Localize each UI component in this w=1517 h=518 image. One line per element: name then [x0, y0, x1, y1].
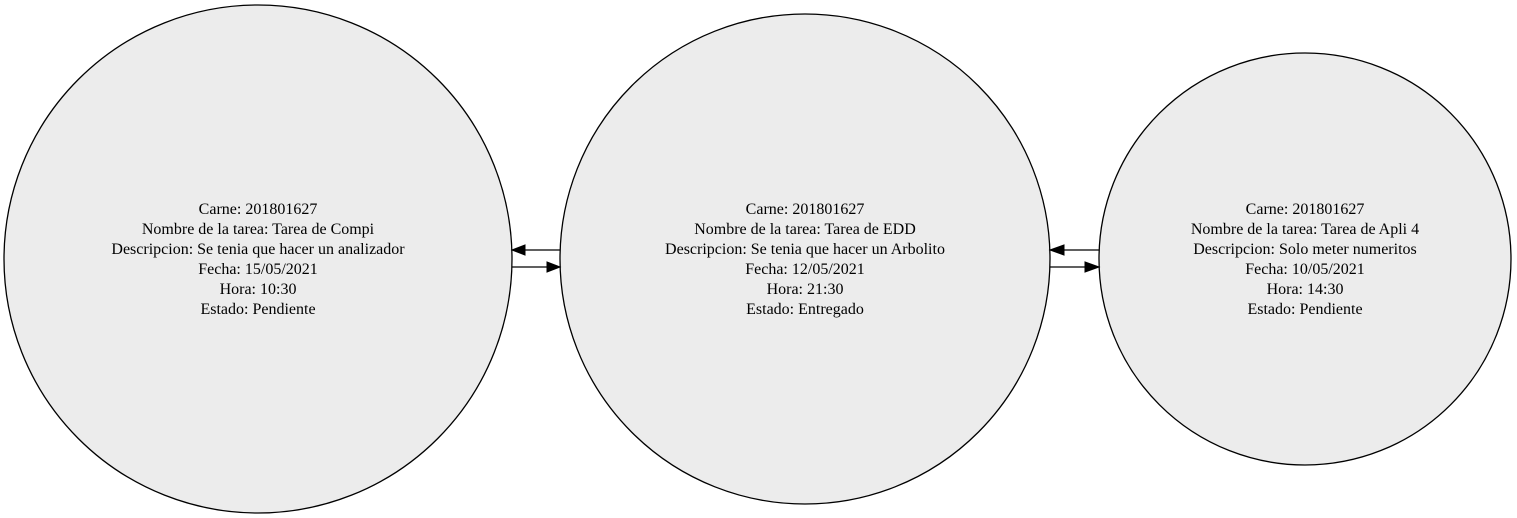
- node-tarea-compi: Carne: 201801627 Nombre de la tarea: Tar…: [3, 4, 513, 514]
- node-fecha: Fecha: 12/05/2021: [745, 261, 865, 278]
- node-descripcion: Descripcion: Se tenia que hacer un anali…: [111, 241, 405, 258]
- node-tarea-edd: Carne: 201801627 Nombre de la tarea: Tar…: [559, 13, 1051, 505]
- node-hora: Hora: 10:30: [220, 281, 297, 298]
- node-carne: Carne: 201801627: [746, 201, 865, 218]
- node-fecha: Fecha: 10/05/2021: [1245, 261, 1365, 278]
- node-estado: Estado: Pendiente: [1247, 301, 1362, 318]
- arrowhead-left-icon: [1048, 244, 1065, 256]
- node-carne: Carne: 201801627: [1246, 201, 1365, 218]
- node-circle: [3, 4, 513, 514]
- node-hora: Hora: 21:30: [767, 281, 844, 298]
- arrowhead-right-icon: [1084, 261, 1101, 273]
- node-hora: Hora: 14:30: [1267, 281, 1344, 298]
- node-fecha: Fecha: 15/05/2021: [198, 261, 318, 278]
- node-estado: Estado: Entregado: [746, 301, 864, 318]
- node-estado: Estado: Pendiente: [200, 301, 315, 318]
- node-circle: [559, 13, 1051, 505]
- node-descripcion: Descripcion: Solo meter numeritos: [1193, 241, 1417, 258]
- edge-edd-to-apli4: [1050, 261, 1101, 273]
- edge-apli4-to-edd: [1048, 244, 1099, 256]
- arrowhead-right-icon: [546, 261, 562, 273]
- node-circle: [1098, 52, 1512, 466]
- node-nombre: Nombre de la tarea: Tarea de EDD: [694, 221, 916, 238]
- edge-edd-to-compi: [510, 244, 560, 256]
- node-carne: Carne: 201801627: [199, 201, 318, 218]
- node-tarea-apli4: Carne: 201801627 Nombre de la tarea: Tar…: [1098, 52, 1512, 466]
- node-nombre: Nombre de la tarea: Tarea de Apli 4: [1191, 221, 1419, 238]
- node-nombre: Nombre de la tarea: Tarea de Compi: [142, 221, 375, 238]
- arrowhead-left-icon: [510, 244, 526, 256]
- edge-compi-to-edd: [512, 261, 562, 273]
- node-descripcion: Descripcion: Se tenia que hacer un Arbol…: [665, 241, 945, 258]
